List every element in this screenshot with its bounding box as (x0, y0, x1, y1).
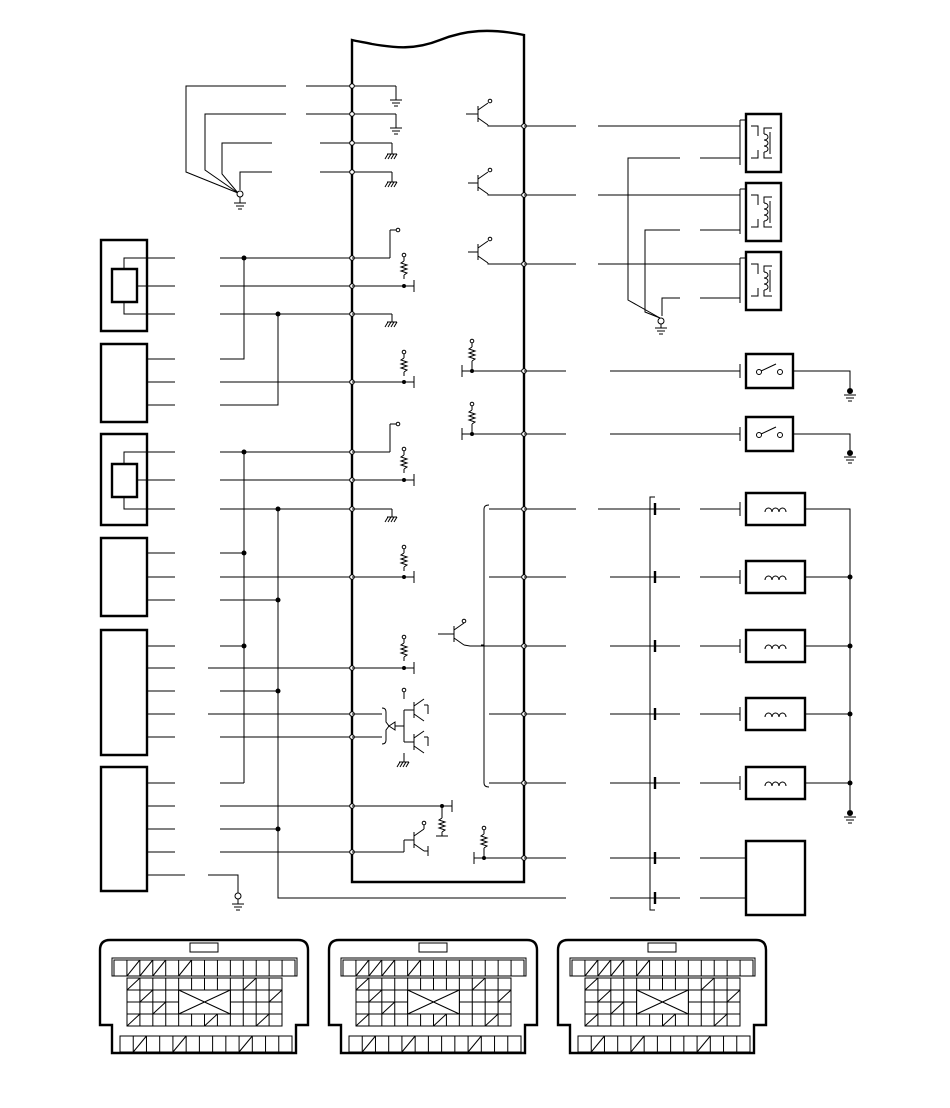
injector-5 (524, 767, 850, 799)
connector-1 (100, 940, 308, 1053)
sensor-3 (101, 434, 175, 525)
injector-4 (524, 698, 850, 730)
injector-1 (524, 493, 805, 525)
sensor-4 (101, 538, 175, 616)
resistor-icon (468, 342, 476, 366)
ecu-left-pins (350, 84, 355, 855)
resistor-icon (400, 353, 408, 377)
transistor-icon (467, 240, 489, 264)
ground-icon (233, 202, 247, 210)
ground-group-top (186, 86, 352, 210)
resistor-icon (400, 256, 408, 280)
ecu-internal-right (438, 99, 524, 864)
injector-3 (524, 630, 850, 662)
connector-row (100, 940, 766, 1053)
resistor-icon (480, 829, 488, 853)
injector-2 (524, 561, 850, 593)
transistor-icon (403, 730, 425, 754)
module-bottom-right (524, 841, 805, 915)
transistor-icon (467, 171, 489, 195)
ground-icon (843, 816, 857, 824)
ignition-coil-1 (740, 114, 781, 172)
resistor-icon (468, 405, 476, 429)
ignition-coil-3 (740, 252, 781, 310)
ecu-internal-grounds (352, 86, 403, 188)
right-harness (524, 126, 740, 335)
ignition-coil-2 (740, 183, 781, 241)
ground-icon (843, 456, 857, 464)
switch-2 (524, 417, 857, 464)
transistor-icon (467, 102, 489, 126)
sensor-5 (101, 630, 175, 755)
sensor-1 (101, 240, 175, 331)
sensor-2 (101, 344, 175, 422)
ground-icon (654, 327, 668, 335)
ground-icon (843, 394, 857, 402)
resistor-icon (400, 450, 408, 474)
ecu-internal-left (352, 228, 452, 856)
ground-icon (231, 903, 245, 911)
sensor-6 (101, 767, 185, 891)
resistor-icon (438, 813, 446, 837)
left-harness (208, 255, 566, 911)
switch-1 (524, 354, 857, 402)
connector-3 (558, 940, 766, 1053)
transistor-icon (403, 698, 425, 722)
resistor-icon (400, 638, 408, 662)
transistor-icon (403, 828, 425, 852)
ecu-block (352, 31, 524, 882)
injector-bus (650, 497, 857, 910)
resistor-icon (400, 548, 408, 572)
transistor-icon (443, 622, 465, 646)
connector-2 (329, 940, 537, 1053)
